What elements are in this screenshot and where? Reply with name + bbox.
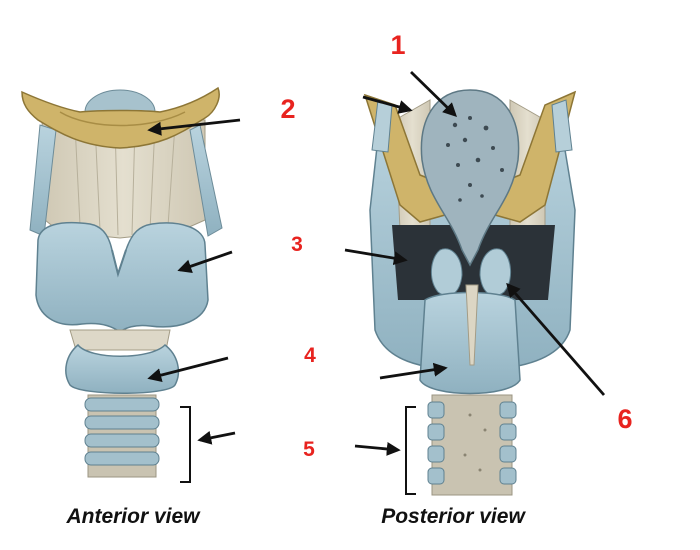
posterior-trachea-bracket	[405, 406, 416, 495]
arytenoid-cartilage-left	[431, 248, 463, 297]
label-1: 1	[390, 30, 405, 60]
arrow-hyoid-posterior	[362, 95, 413, 114]
arrow-label-2-to-hyoid	[147, 118, 241, 136]
arrow-thyroid-posterior	[344, 248, 408, 266]
label-4: 4	[304, 344, 316, 367]
label-6: 6	[617, 404, 632, 434]
cricoid-cartilage	[65, 343, 180, 394]
label-2: 2	[280, 94, 295, 124]
anterior-larynx-illustration	[21, 86, 223, 478]
posterior-trachea	[427, 394, 517, 496]
thyroid-superior-horn-right	[189, 124, 223, 237]
arrow-trachea-anterior	[197, 430, 236, 445]
arrow-cricoid-anterior	[147, 356, 229, 382]
arrow-label-6-to-arytenoid	[506, 282, 606, 396]
label-5: 5	[303, 438, 315, 461]
thyroid-cartilage	[35, 221, 209, 333]
caption-anterior-view: Anterior view	[65, 505, 201, 528]
caption-posterior-view: Posterior view	[381, 505, 526, 528]
label-3: 3	[291, 233, 303, 256]
arrow-trachea-posterior	[354, 441, 401, 456]
arytenoid-cartilage-right	[479, 248, 511, 297]
epiglottis	[420, 89, 520, 267]
arrow-label-1-to-epiglottis	[410, 70, 458, 117]
cricothyroid-membrane	[69, 329, 171, 351]
posterior-larynx-illustration	[363, 89, 577, 496]
arrow-cricoid-posterior	[379, 362, 448, 380]
anterior-trachea-bracket	[180, 406, 191, 483]
hyoid-bone	[21, 86, 220, 149]
anterior-trachea	[84, 394, 160, 478]
arrow-thyroid-anterior	[177, 250, 233, 273]
